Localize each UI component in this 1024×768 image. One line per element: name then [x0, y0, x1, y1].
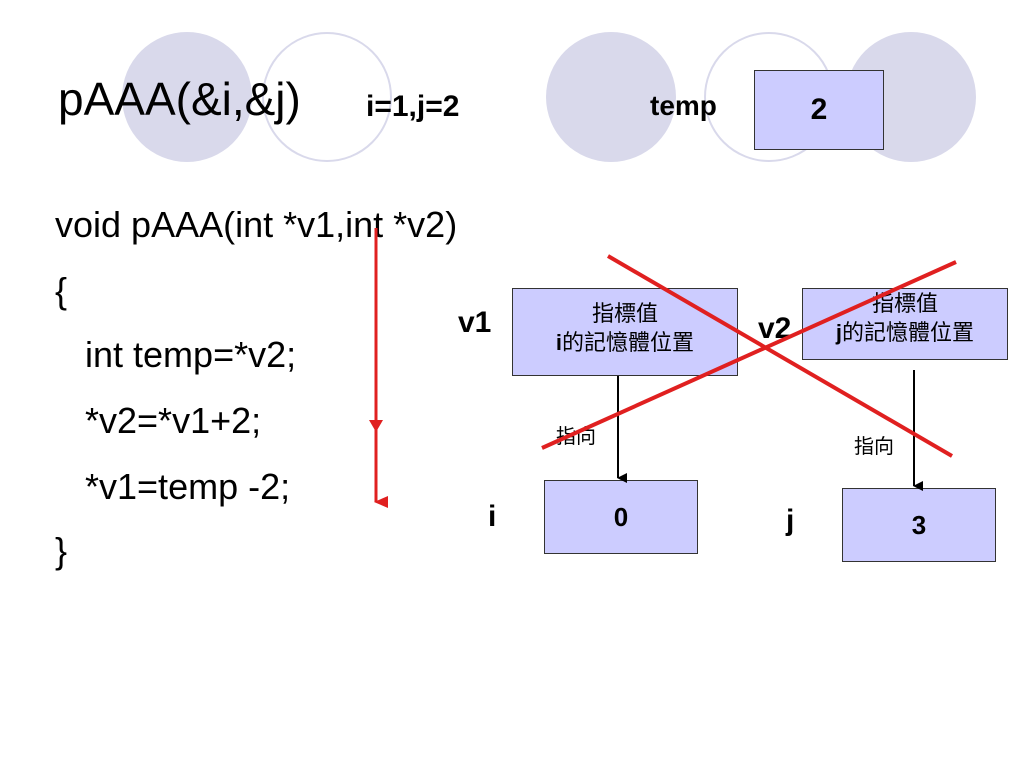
v1-box-line2: i的記憶體位置 [513, 329, 737, 358]
params-text: i=1,j=2 [366, 90, 460, 123]
temp-value: 2 [810, 93, 828, 126]
temp-value-box: 2 [754, 70, 884, 150]
code-line-6: } [55, 530, 68, 571]
decor-circle-2 [546, 32, 676, 162]
v1-box-line1: 指標值 [591, 302, 658, 327]
v2-target-var: j [835, 320, 843, 345]
i-label: i [488, 500, 497, 533]
slide-title: pAAA(&i,&j) [58, 73, 301, 125]
v1-target-var: i [555, 330, 563, 355]
v2-arrow-label: 指向 [854, 434, 894, 458]
cross-out-line-1 [541, 260, 957, 450]
v2-box-line2: j的記憶體位置 [803, 319, 1007, 348]
code-line-5: *v1=temp -2; [55, 466, 291, 507]
v1-label: v1 [458, 306, 492, 339]
j-value: 3 [911, 509, 927, 540]
code-line-4: *v2=*v1+2; [55, 400, 262, 441]
temp-label: temp [650, 90, 717, 121]
decor-ring-1 [262, 32, 392, 162]
v2-pointer-box: 指標值 j的記憶體位置 [802, 288, 1008, 360]
cross-out-line-2 [606, 254, 954, 458]
i-value: 0 [613, 501, 629, 532]
code-line-1: void pAAA(int *v1,int *v2) [55, 204, 458, 245]
j-label: j [786, 504, 795, 537]
v1-pointer-box: 指標值 i的記憶體位置 [512, 288, 738, 376]
j-value-box: 3 [842, 488, 996, 562]
v1-box-line2-text: 的記憶體位置 [562, 331, 695, 356]
code-line-3: int temp=*v2; [55, 334, 297, 375]
v2-box-line2-text: 的記憶體位置 [842, 321, 975, 346]
execution-tick-1 [369, 420, 383, 432]
i-value-box: 0 [544, 480, 698, 554]
code-line-2: { [55, 270, 68, 311]
decor-circle-1 [122, 32, 252, 162]
